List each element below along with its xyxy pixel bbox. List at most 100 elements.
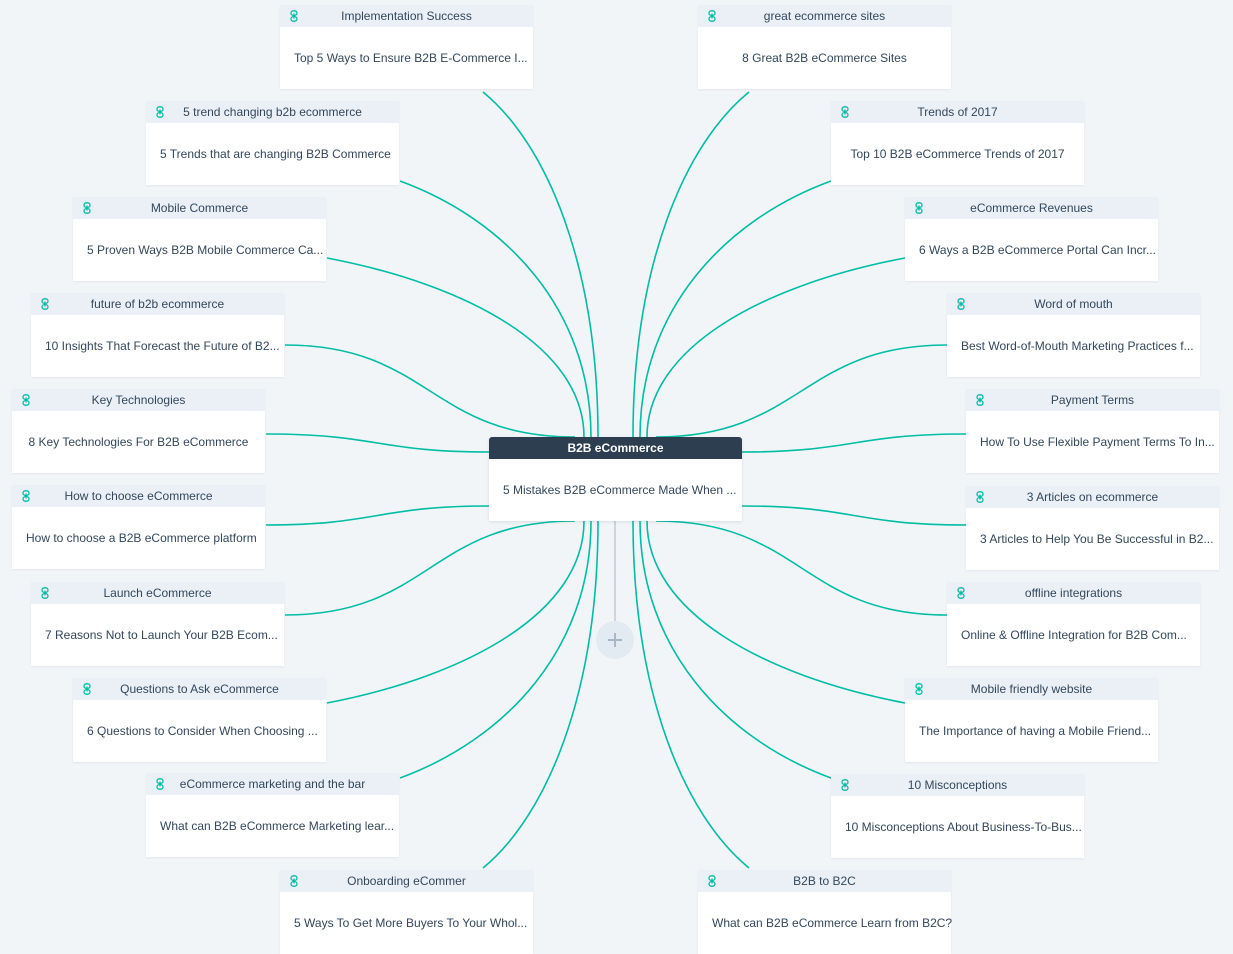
connector-line	[639, 180, 832, 438]
connector-line	[399, 520, 592, 779]
cluster-card-text: Online & Offline Integration for B2B Com…	[961, 628, 1187, 642]
cluster-card-title: Key Technologies	[91, 393, 186, 407]
cluster-card-title: Mobile Commerce	[150, 201, 249, 215]
link-icon	[976, 394, 984, 406]
connector-line	[646, 520, 906, 704]
link-icon	[915, 202, 923, 214]
cluster-card-body: 8 Great B2B eCommerce Sites	[698, 27, 951, 89]
cluster-card-title: 5 trend changing b2b ecommerce	[183, 105, 362, 119]
link-icon	[83, 683, 91, 695]
cluster-card-body: Top 10 B2B eCommerce Trends of 2017	[831, 123, 1084, 185]
cluster-card-text: 5 Ways To Get More Buyers To Your Whol..…	[294, 916, 528, 930]
cluster-card-text: What can B2B eCommerce Marketing lear...	[160, 819, 395, 833]
cluster-card-text: What can B2B eCommerce Learn from B2C?	[712, 916, 953, 930]
cluster-card-text: The Importance of having a Mobile Friend…	[919, 724, 1152, 738]
cluster-card-text: Top 5 Ways to Ensure B2B E-Commerce I...	[294, 51, 528, 65]
connector-line	[639, 520, 832, 779]
cluster-card-body: What can B2B eCommerce Learn from B2C?	[698, 892, 953, 954]
cluster-card-text: 3 Articles to Help You Be Successful in …	[980, 532, 1214, 546]
cluster-card-title: great ecommerce sites	[763, 9, 886, 23]
link-icon	[290, 10, 298, 22]
cluster-card-misconceptions[interactable]: 10 Misconceptions 10 Misconceptions About…	[831, 774, 1084, 858]
cluster-card-body: How to choose a B2B eCommerce platform	[12, 507, 265, 569]
cluster-card-title: Implementation Success	[341, 9, 472, 23]
cluster-card-text: 10 Insights That Forecast the Future of …	[45, 339, 280, 353]
cluster-card-header: Key Technologies	[12, 389, 265, 411]
connector-line	[655, 520, 948, 616]
cluster-card-title: Word of mouth	[1034, 297, 1113, 311]
pillar-subtitle: 5 Mistakes B2B eCommerce Made When ...	[503, 483, 737, 497]
cluster-card-text: 5 Proven Ways B2B Mobile Commerce Ca...	[87, 243, 324, 257]
link-icon	[22, 490, 30, 502]
cluster-card-body: 10 Insights That Forecast the Future of …	[31, 315, 284, 377]
cluster-card-title: 10 Misconceptions	[907, 778, 1008, 792]
link-icon	[957, 587, 965, 599]
cluster-card-header: Onboarding eCommer	[280, 870, 533, 892]
link-icon	[41, 587, 49, 599]
pillar-body: 5 Mistakes B2B eCommerce Made When ...	[489, 459, 742, 521]
cluster-card-body: 3 Articles to Help You Be Successful in …	[966, 508, 1219, 570]
connector-line	[326, 257, 585, 438]
cluster-card-text: 10 Misconceptions About Business-To-Bus.…	[845, 820, 1082, 834]
connector-line	[265, 433, 490, 453]
cluster-card-header: 10 Misconceptions	[831, 774, 1084, 796]
cluster-card-body: 7 Reasons Not to Launch Your B2B Ecom...	[31, 604, 284, 666]
connector-line	[326, 520, 585, 704]
cluster-card-launch-ecommerce[interactable]: Launch eCommerce 7 Reasons Not to Launch …	[31, 582, 284, 666]
cluster-card-onboarding[interactable]: Onboarding eCommer 5 Ways To Get More Buy…	[280, 870, 533, 954]
cluster-card-text: 5 Trends that are changing B2B Commerce	[160, 147, 391, 161]
cluster-card-header: 5 trend changing b2b ecommerce	[146, 101, 399, 123]
cluster-card-body: How To Use Flexible Payment Terms To In.…	[966, 411, 1219, 473]
link-icon	[708, 10, 716, 22]
cluster-card-title: eCommerce marketing and the bar	[179, 777, 366, 791]
link-icon	[41, 298, 49, 310]
cluster-card-body: 5 Ways To Get More Buyers To Your Whol..…	[280, 892, 533, 954]
connector-line	[741, 505, 967, 526]
cluster-card-header: future of b2b ecommerce	[31, 293, 284, 315]
link-icon	[156, 106, 164, 118]
cluster-card-header: Questions to Ask eCommerce	[73, 678, 326, 700]
link-icon	[841, 106, 849, 118]
connector-line	[265, 505, 490, 526]
pillar-card[interactable]: B2B eCommerce 5 Mistakes B2B eCommerce M…	[489, 437, 742, 521]
cluster-card-great-sites[interactable]: great ecommerce sites 8 Great B2B eCommer…	[698, 5, 951, 89]
cluster-card-text: Top 10 B2B eCommerce Trends of 2017	[850, 147, 1065, 161]
cluster-card-title: B2B to B2C	[793, 874, 856, 888]
cluster-card-title: future of b2b ecommerce	[90, 297, 225, 311]
add-subtopic-button[interactable]	[596, 621, 634, 659]
cluster-card-body: The Importance of having a Mobile Friend…	[905, 700, 1158, 762]
connector-line	[284, 520, 576, 616]
cluster-card-future-of-b2b[interactable]: future of b2b ecommerce 10 Insights That …	[31, 293, 284, 377]
link-icon	[915, 683, 923, 695]
connector-line	[284, 344, 576, 438]
cluster-card-header: offline integrations	[947, 582, 1200, 604]
cluster-card-header: great ecommerce sites	[698, 5, 951, 27]
cluster-card-title: How to choose eCommerce	[64, 489, 213, 503]
link-icon	[290, 875, 298, 887]
cluster-card-header: Launch eCommerce	[31, 582, 284, 604]
cluster-card-trend-changing[interactable]: 5 trend changing b2b ecommerce 5 Trends t…	[146, 101, 399, 185]
connector-line	[632, 91, 750, 438]
cluster-card-mobile-commerce[interactable]: Mobile Commerce 5 Proven Ways B2B Mobile …	[73, 197, 326, 281]
cluster-card-body: Online & Offline Integration for B2B Com…	[947, 604, 1200, 666]
cluster-card-title: Launch eCommerce	[103, 586, 212, 600]
link-icon	[957, 298, 965, 310]
connector-line	[399, 180, 592, 438]
cluster-card-b2b-to-b2c[interactable]: B2B to B2C What can B2B eCommerce Learn f…	[698, 870, 953, 954]
cluster-card-header: B2B to B2C	[698, 870, 951, 892]
cluster-card-header: Implementation Success	[280, 5, 533, 27]
link-icon	[708, 875, 716, 887]
